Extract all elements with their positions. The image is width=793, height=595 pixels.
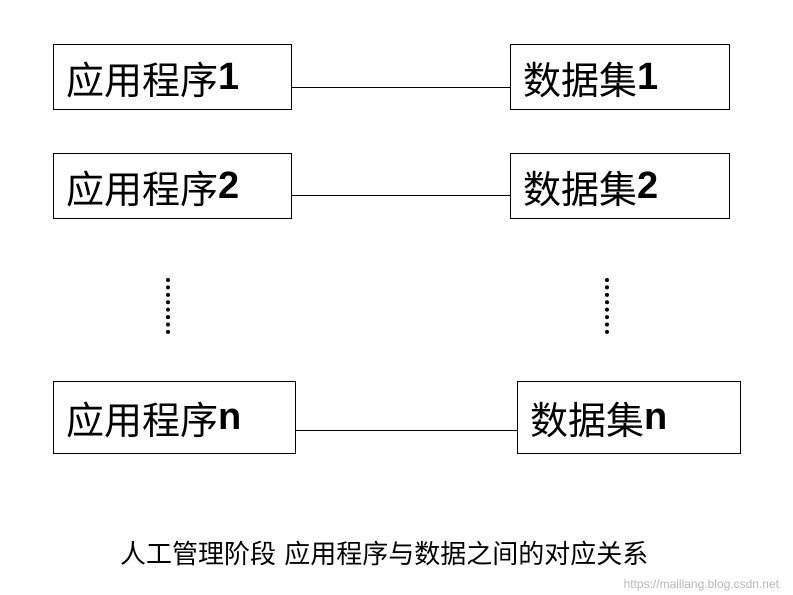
app-box-2-index: 2 [218, 164, 240, 207]
app-box-2-label: 应用程序 [66, 167, 219, 212]
dataset-box-n-index: n [644, 396, 668, 438]
connector-line-2 [292, 195, 510, 196]
left-vertical-ellipsis [166, 278, 170, 334]
connector-line-1 [292, 87, 510, 88]
dataset-box-2-label: 数据集 [523, 167, 638, 212]
app-box-n-label: 应用程序 [66, 399, 219, 443]
app-box-n-index: n [218, 396, 242, 438]
dataset-box-1-index: 1 [637, 55, 659, 98]
diagram-caption: 人工管理阶段 应用程序与数据之间的对应关系 [120, 540, 649, 570]
source-watermark: https://maillang.blog.csdn.net [623, 577, 779, 591]
dataset-box-1-label: 数据集 [523, 58, 638, 103]
dataset-box-2-index: 2 [637, 164, 659, 207]
app-box-1-index: 1 [218, 55, 240, 98]
right-vertical-ellipsis [605, 278, 609, 334]
connector-line-n [296, 430, 517, 431]
dataset-box-n-label: 数据集 [530, 399, 645, 443]
app-box-1-label: 应用程序 [66, 58, 219, 103]
